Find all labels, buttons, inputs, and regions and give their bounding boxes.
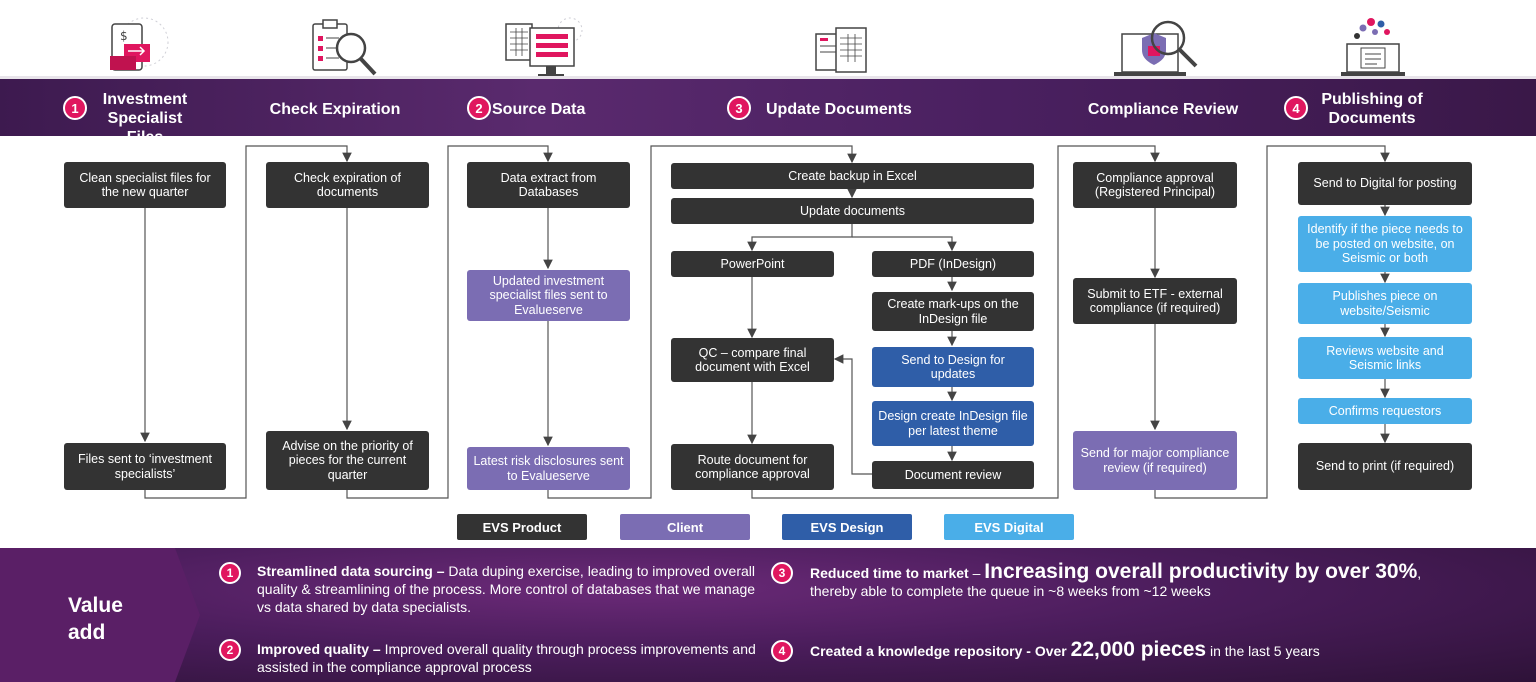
box-data-extract: Data extract from Databases bbox=[467, 162, 630, 208]
value-item-highlight: Increasing overall productivity by over … bbox=[984, 560, 1418, 583]
box-confirms-requestors: Confirms requestors bbox=[1298, 398, 1472, 424]
legend-evs-design: EVS Design bbox=[782, 514, 912, 540]
box-create-backup: Create backup in Excel bbox=[671, 163, 1034, 189]
value-item-heading: Created a knowledge repository - Over bbox=[810, 643, 1071, 659]
value-item-reduced-time: Reduced time to market – Increasing over… bbox=[810, 560, 1510, 600]
box-compliance-approval: Compliance approval (Registered Principa… bbox=[1073, 162, 1237, 208]
box-advise-priority: Advise on the priority of pieces for the… bbox=[266, 431, 429, 490]
box-document-review: Document review bbox=[872, 461, 1034, 489]
box-send-major-review: Send for major compliance review (if req… bbox=[1073, 431, 1237, 490]
stage-title-line: Investment bbox=[102, 91, 188, 108]
stage-title-publishing: Publishing of Documents bbox=[1310, 90, 1434, 128]
flow-connectors bbox=[140, 145, 1390, 499]
value-number-badge: 1 bbox=[219, 562, 241, 584]
legend-client: Client bbox=[620, 514, 750, 540]
box-powerpoint: PowerPoint bbox=[671, 251, 834, 277]
value-add-label-line: Value bbox=[68, 594, 123, 617]
value-item-dash: – bbox=[968, 565, 985, 581]
legend-evs-digital: EVS Digital bbox=[944, 514, 1074, 540]
value-item-text: Improved overall quality through process… bbox=[257, 641, 756, 675]
stage-title-compliance-review: Compliance Review bbox=[1087, 101, 1239, 118]
stage-title-source-data: Source Data bbox=[492, 101, 586, 118]
box-create-markups: Create mark-ups on the InDesign file bbox=[872, 292, 1034, 331]
value-number-badge: 3 bbox=[771, 562, 793, 584]
value-item-heading: Reduced time to market bbox=[810, 565, 969, 581]
box-publishes-piece: Publishes piece on website/Seismic bbox=[1298, 283, 1472, 324]
box-latest-risk-disclosures: Latest risk disclosures sent to Evaluese… bbox=[467, 447, 630, 490]
value-add-label-line: add bbox=[68, 621, 106, 644]
value-item-tail: , bbox=[1417, 565, 1422, 581]
value-number-badge: 4 bbox=[771, 640, 793, 662]
stage-number-badge: 1 bbox=[63, 96, 87, 120]
social-publish-icon bbox=[1341, 18, 1405, 76]
stage-title-line: Specialist Files bbox=[107, 110, 183, 146]
stage-number-badge: 3 bbox=[727, 96, 751, 120]
value-item-text: in the last 5 years bbox=[1206, 643, 1320, 659]
box-design-create: Design create InDesign file per latest t… bbox=[872, 401, 1034, 446]
legend-evs-product: EVS Product bbox=[457, 514, 587, 540]
value-item-streamlined: Streamlined data sourcing – Data duping … bbox=[257, 562, 757, 616]
value-add-panel bbox=[0, 548, 1536, 682]
clipboard-magnifier-icon bbox=[312, 19, 377, 76]
stage-title-line: Publishing of bbox=[1321, 91, 1423, 108]
value-item-highlight: 22,000 pieces bbox=[1070, 638, 1207, 661]
laptop-shield-icon bbox=[1114, 20, 1198, 77]
box-update-documents: Update documents bbox=[671, 198, 1034, 224]
box-send-to-print: Send to print (if required) bbox=[1298, 443, 1472, 490]
box-send-to-design: Send to Design for updates bbox=[872, 347, 1034, 387]
files-dollar-icon: $ bbox=[110, 17, 169, 71]
value-item-knowledge-repo: Created a knowledge repository - Over 22… bbox=[810, 638, 1510, 661]
value-item-improved-quality: Improved quality – Improved overall qual… bbox=[257, 640, 762, 676]
stage-title-update-documents: Update Documents bbox=[766, 101, 912, 118]
box-submit-etf: Submit to ETF - external compliance (if … bbox=[1073, 278, 1237, 324]
value-add-label: Value add bbox=[68, 592, 123, 646]
box-files-sent: Files sent to ‘investment specialists’ bbox=[64, 443, 226, 490]
box-updated-investment-files: Updated investment specialist files sent… bbox=[467, 270, 630, 321]
value-item-text: thereby able to complete the queue in ~8… bbox=[810, 583, 1211, 599]
box-route-document: Route document for compliance approval bbox=[671, 444, 834, 490]
box-check-expiration: Check expiration of documents bbox=[266, 162, 429, 208]
stage-number-badge: 2 bbox=[467, 96, 491, 120]
stage-header-band bbox=[0, 76, 1536, 136]
value-add-chevron bbox=[0, 548, 200, 682]
box-send-to-digital: Send to Digital for posting bbox=[1298, 162, 1472, 205]
value-item-text: Data duping exercise, leading to improve… bbox=[257, 563, 756, 615]
value-item-heading: Improved quality – bbox=[257, 641, 381, 657]
svg-text:$: $ bbox=[120, 29, 128, 43]
stage-title-line: Documents bbox=[1328, 110, 1416, 127]
box-clean-specialist-files: Clean specialist files for the new quart… bbox=[64, 162, 226, 208]
document-update-icon bbox=[815, 27, 867, 73]
box-reviews-website: Reviews website and Seismic links bbox=[1298, 337, 1472, 379]
stage-title-check-expiration: Check Expiration bbox=[269, 101, 401, 118]
box-pdf-indesign: PDF (InDesign) bbox=[872, 251, 1034, 277]
stage-title-investment: Investment Specialist Files bbox=[90, 90, 200, 147]
value-number-badge: 2 bbox=[219, 639, 241, 661]
database-screen-icon bbox=[505, 17, 583, 77]
box-qc-compare: QC – compare final document with Excel bbox=[671, 338, 834, 382]
stage-number-badge: 4 bbox=[1284, 96, 1308, 120]
value-item-heading: Streamlined data sourcing – bbox=[257, 563, 445, 579]
box-identify-piece: Identify if the piece needs to be posted… bbox=[1298, 216, 1472, 272]
